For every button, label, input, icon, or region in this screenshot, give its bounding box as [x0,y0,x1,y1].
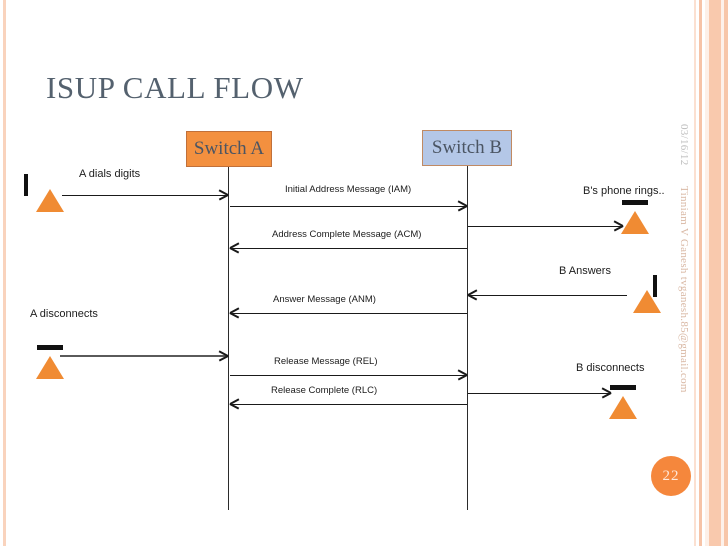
right-edge-stripe-5 [721,0,724,546]
label-a-dials-digits: A dials digits [79,168,141,180]
label-a-disconnects: A disconnects [30,308,98,320]
line-switch-b-to-b-disconnect [468,393,611,394]
sidebar-author-text: Tinniam V Ganesh tvganesh.85@gmail.com [678,186,690,393]
lifeline-switch-a [228,167,229,510]
lifeline-switch-b [467,166,468,510]
switch-b-label: Switch B [431,137,503,158]
phone-b-disconnect-icon [603,385,643,419]
line-message-iam [230,206,467,207]
label-message-acm: Address Complete Message (ACM) [272,229,422,240]
label-message-anm: Answer Message (ANM) [273,294,376,305]
phone-b-ringing-icon [615,200,655,234]
switch-a-box: Switch A [186,131,272,167]
line-switch-b-to-b-ring [468,226,623,227]
line-message-rel [230,375,467,376]
right-edge-stripe-2 [699,0,702,546]
right-edge-stripe-3 [705,0,709,546]
right-edge-stripe-4 [709,0,721,546]
line-a-to-switch-a [62,195,228,196]
line-message-rlc [230,404,467,405]
right-edge-stripe-1 [694,0,696,546]
page-number-badge: 22 [651,456,691,496]
right-edge-stripe-6 [724,0,728,546]
phone-b-answers-icon [627,275,667,313]
sidebar-date-text: 03/16/12 [678,124,690,166]
slide-title: ISUP CALL FLOW [46,70,304,105]
line-message-anm [230,313,467,314]
label-message-iam: Initial Address Message (IAM) [285,184,412,195]
label-message-rel: Release Message (REL) [274,356,378,367]
line-a-disconnect-to-switch-a [60,355,228,357]
line-b-answer-to-switch-b [468,295,627,296]
label-b-disconnects: B disconnects [576,362,645,374]
label-b-answers: B Answers [559,265,611,277]
left-edge-stripe [3,0,6,546]
line-message-acm [230,248,467,249]
switch-b-box: Switch B [422,130,512,166]
label-b-phone-rings: B's phone rings.. [583,185,665,197]
phone-a-dialing-icon [24,174,70,212]
label-message-rlc: Release Complete (RLC) [271,385,378,396]
phone-a-disconnect-icon [30,345,70,379]
switch-a-label: Switch A [193,138,265,159]
